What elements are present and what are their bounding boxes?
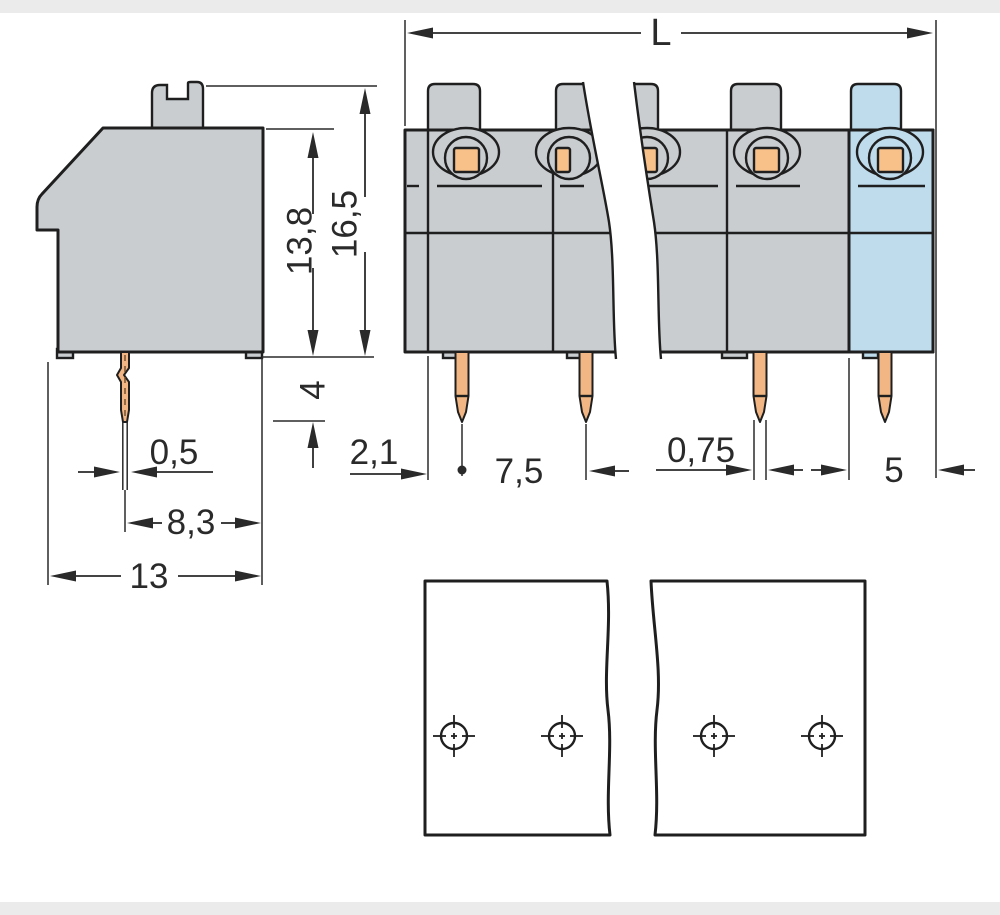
clamp-unit [732, 126, 802, 181]
housing-outline [35, 126, 265, 354]
dimension-housing-depth: 13 [50, 557, 261, 596]
dim-label-body-height: 13,8 [281, 207, 320, 275]
dim-label-total-length: L [650, 12, 671, 54]
dimension-pin-thickness: 0,5 [78, 433, 213, 478]
drill-hole-marker [433, 715, 475, 757]
drilling-plan [423, 579, 867, 837]
pcb-outline-left [423, 579, 612, 837]
solder-pin [116, 351, 130, 423]
dimension-pin-length: 4 [294, 380, 333, 468]
solder-pin [578, 351, 594, 423]
pcb-outline-right [649, 579, 867, 837]
break-line [581, 81, 618, 360]
solder-pin [877, 351, 893, 423]
push-button [876, 146, 905, 174]
dimension-pin-width: 0,75 [656, 431, 803, 476]
dim-label-edge-offset: 2,1 [350, 433, 399, 472]
dim-label-housing-depth: 13 [130, 557, 169, 596]
push-button [554, 146, 572, 174]
dim-origin-dot [457, 465, 467, 475]
dim-label-end-section: 5 [884, 451, 903, 490]
push-button [452, 146, 481, 174]
dimension-total-height: 16,5 [326, 88, 371, 356]
dimension-body-height: 13,8 [281, 132, 320, 356]
latch-tab [849, 82, 903, 132]
side-view: 13,8 16,5 4 0,5 [35, 80, 377, 596]
push-button [752, 146, 781, 174]
latch-tab [426, 82, 482, 132]
dim-label-pin-pitch: 7,5 [495, 452, 544, 491]
dimension-pin-pitch: 7,5 [457, 452, 629, 491]
dimension-total-length: L [407, 12, 933, 54]
dim-label-pin-to-back: 8,3 [167, 503, 216, 542]
page-margin-bottom [0, 902, 1000, 915]
dim-label-pin-thickness: 0,5 [150, 433, 199, 472]
drill-hole-marker [801, 715, 843, 757]
front-view: L 2,1 7,5 0,75 [350, 12, 975, 491]
dimension-pin-to-back: 8,3 [127, 503, 261, 542]
page-margin-top [0, 0, 1000, 13]
dimension-end-section: 5 [811, 451, 975, 490]
latch-tab [729, 82, 783, 132]
solder-pin [454, 351, 470, 423]
clamp-unit [534, 126, 604, 181]
dim-label-pin-length: 4 [294, 380, 333, 399]
dim-label-pin-width: 0,75 [667, 431, 735, 470]
drill-hole-marker [541, 715, 583, 757]
dimension-edge-offset: 2,1 [350, 433, 427, 480]
drill-hole-marker [693, 715, 735, 757]
latch-tab [150, 80, 205, 132]
solder-pin [752, 351, 768, 423]
clamp-unit [431, 126, 501, 181]
dim-label-total-height: 16,5 [326, 190, 365, 258]
clamp-unit [855, 126, 925, 181]
break-line [632, 81, 663, 360]
